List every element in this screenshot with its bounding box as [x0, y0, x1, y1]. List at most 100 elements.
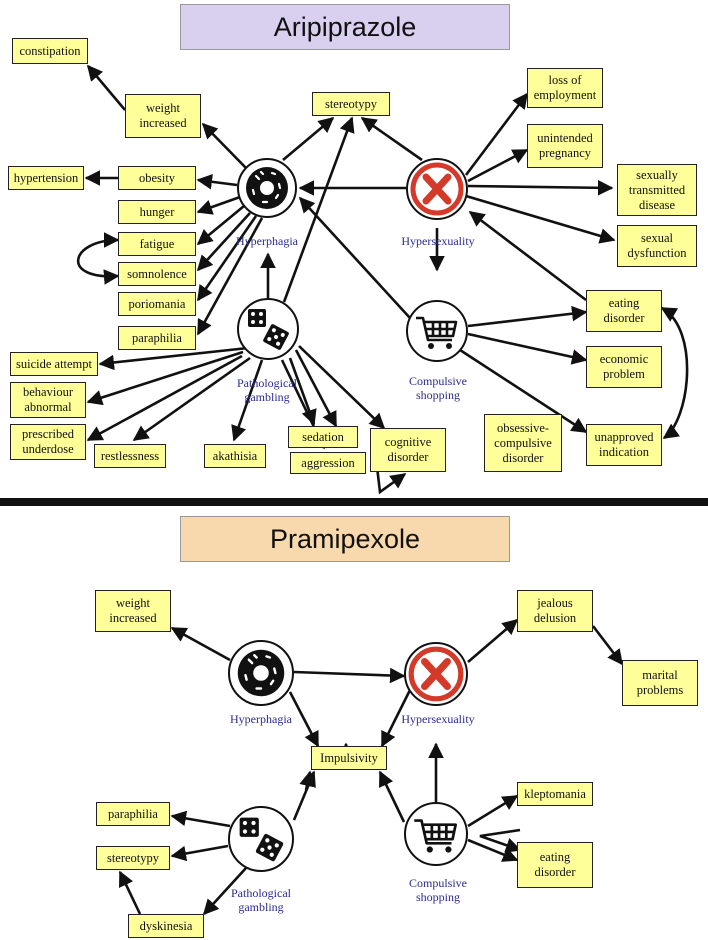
arrow-38	[293, 667, 406, 684]
arrow-37	[170, 626, 231, 662]
box-unapproved-indication: unapproved indication	[586, 424, 662, 466]
arrow-25	[231, 359, 264, 442]
arrow-3	[196, 174, 238, 190]
box-aggression: aggression	[290, 452, 366, 474]
arrow-13	[360, 116, 423, 162]
box-hunger: hunger	[118, 200, 196, 224]
box-kleptomania: kleptomania	[517, 782, 593, 806]
box-dyskinesia: dyskinesia	[128, 914, 204, 938]
arrow-10	[282, 116, 335, 161]
box-obsessive-compulsive-disorder: obsessive- compulsive disorder	[484, 414, 562, 472]
arrow-35	[468, 210, 587, 302]
box-unintended-pregnancy: unintended pregnancy	[527, 124, 603, 168]
box-economic-problem: economic problem	[586, 346, 662, 388]
label-hypersexuality: Hypersexuality	[401, 234, 475, 248]
arrow-49	[292, 770, 316, 821]
box-prescribed-underdose: prescribed underdose	[10, 424, 86, 460]
label-pathological-gambling-b: Pathological gambling	[231, 886, 291, 914]
box-hypertension: hypertension	[8, 166, 84, 190]
arrow-24	[132, 356, 251, 442]
title-pramipexole: Pramipexole	[180, 516, 510, 562]
arrow-15	[467, 148, 529, 183]
shopping-cart-icon	[416, 316, 458, 349]
arrow-22	[86, 350, 244, 406]
box-cognitive-disorder: cognitive disorder	[370, 428, 446, 472]
arrow-6	[196, 204, 245, 246]
box-poriomania: poriomania	[118, 292, 196, 316]
arrow-9	[196, 217, 264, 336]
node-hyperphagia-bottom	[228, 640, 294, 706]
shopping-cart-icon	[414, 819, 458, 853]
box-restlessness: restlessness	[94, 444, 166, 468]
arrow-41	[288, 691, 320, 748]
red-x-icon	[408, 646, 464, 702]
label-pathological-gambling: Pathological gambling	[237, 376, 297, 404]
node-hypersexuality-bottom	[404, 642, 468, 706]
arrow-54	[479, 828, 522, 853]
box-loss-of-employment: loss of employment	[527, 68, 603, 108]
arrow-14	[464, 92, 529, 176]
arrow-34	[459, 348, 588, 434]
arrow-17	[465, 194, 616, 244]
section-divider	[0, 498, 708, 506]
box-somnolence: somnolence	[118, 262, 196, 286]
node-hypersexuality-top	[406, 158, 468, 220]
box-weight-increased: weight increased	[125, 94, 201, 138]
arrow-46	[170, 844, 229, 862]
box-paraphilia-b: paraphilia	[96, 802, 170, 826]
arrow-8	[196, 215, 258, 302]
dice-icon	[239, 817, 284, 862]
box-akathisia: akathisia	[204, 444, 266, 468]
arrow-31	[298, 196, 411, 319]
arrow-33	[467, 332, 588, 365]
arrow-42	[380, 689, 412, 748]
node-gambling-bottom	[228, 806, 294, 872]
arrow-39	[467, 618, 519, 663]
arrow-1	[201, 122, 247, 169]
box-stereotypy: stereotypy	[312, 92, 390, 116]
box-sexual-dysfunction: sexual dysfunction	[617, 225, 697, 267]
arrow-40	[591, 625, 624, 666]
box-stereotypy-b: stereotypy	[96, 846, 170, 870]
arrow-2	[86, 64, 126, 111]
arrow-28	[298, 345, 386, 430]
arrow-36	[660, 306, 689, 440]
arrow-27	[294, 349, 338, 428]
arrow-50	[378, 770, 406, 823]
arrow-52	[467, 794, 519, 828]
arrow-21	[98, 346, 249, 371]
label-hypersexuality-b: Hypersexuality	[401, 712, 475, 726]
box-constipation: constipation	[12, 38, 88, 64]
label-hyperphagia: Hyperphagia	[236, 234, 298, 248]
red-x-icon	[410, 162, 464, 216]
dice-icon	[248, 309, 289, 350]
label-hyperphagia-b: Hyperphagia	[230, 712, 292, 726]
arrow-23	[86, 354, 243, 442]
box-jealous-delusion: jealous delusion	[517, 590, 593, 632]
arrow-45	[170, 810, 231, 828]
arrow-48	[118, 870, 142, 915]
box-fatigue: fatigue	[118, 232, 196, 256]
box-behaviour-abnormal: behaviour abnormal	[10, 382, 86, 418]
arrow-11	[76, 232, 120, 285]
donut-icon	[237, 649, 285, 697]
title-aripiprazole: Aripiprazole	[180, 4, 510, 50]
donut-icon	[246, 167, 288, 209]
arrow-20	[282, 116, 355, 303]
node-shopping-bottom	[404, 802, 468, 866]
arrow-16	[467, 180, 614, 196]
box-weight-increased-b: weight increased	[95, 590, 171, 632]
arrow-53	[467, 838, 519, 862]
box-obesity: obesity	[118, 166, 196, 190]
box-impulsivity: Impulsivity	[311, 746, 387, 770]
arrow-26	[288, 357, 317, 426]
box-sexually-transmitted-disease: sexually transmitted disease	[617, 164, 697, 216]
label-compulsive-shopping-b: Compulsive shopping	[408, 876, 467, 904]
arrow-32	[467, 305, 588, 328]
arrow-7	[196, 212, 251, 272]
arrow-47	[202, 867, 247, 916]
box-eating-disorder: eating disorder	[586, 290, 662, 332]
node-gambling-top	[237, 298, 299, 360]
